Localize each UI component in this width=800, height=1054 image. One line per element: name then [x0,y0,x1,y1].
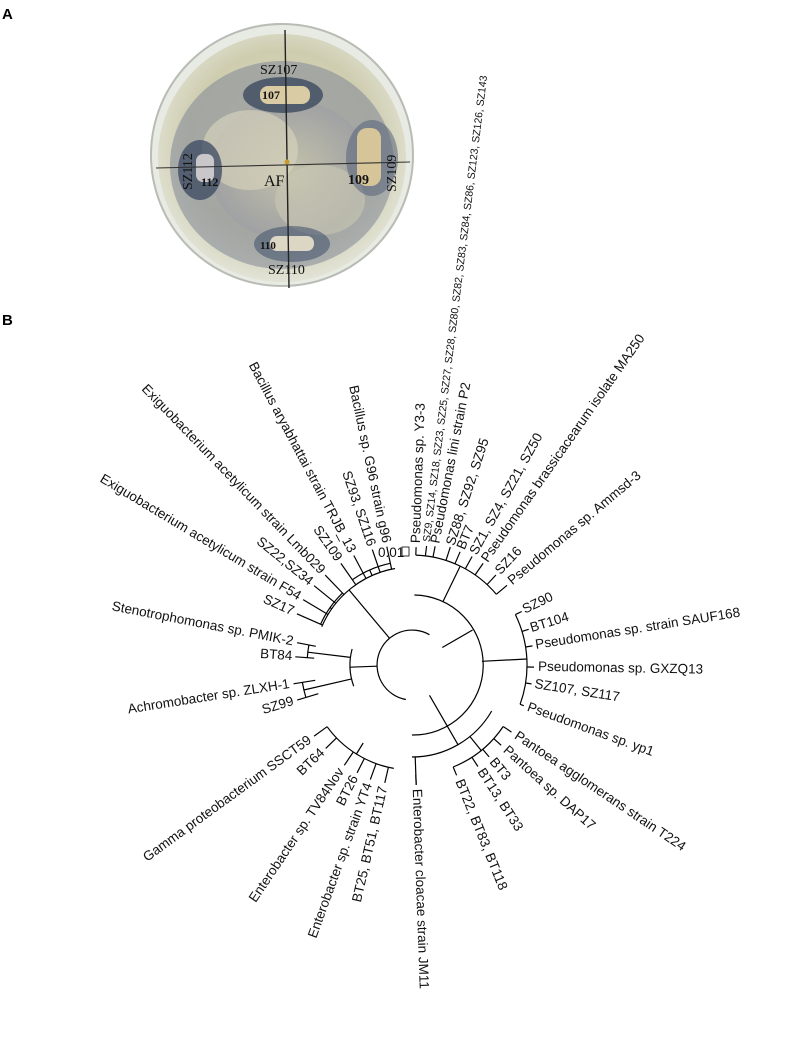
handwritten-109: 109 [348,173,369,188]
leaf-branch [432,546,436,558]
clade-connector [348,589,390,639]
leaf-branch [324,574,345,595]
label-sz107: SZ107 [260,63,297,78]
petri-dish-photo: 107 109 110 112 SZ107 SZ109 SZ110 SZ112 … [150,23,414,289]
steno-arc [306,644,310,658]
leaf-branch [452,766,458,776]
clade-connector [441,629,473,649]
leaf-branch [445,546,451,561]
subclade-connector [481,658,527,662]
tree-leaf-label: Pseudomonas sp. GXZQ13 [538,659,703,677]
tree-leaf-label: Enterobacter cloacae strain JM11 [410,789,432,990]
leaf-branch [371,549,381,573]
clade-connector [349,665,378,668]
tree-leaf-label: Exiguobacterium acetylicum strain F54 [98,471,305,604]
enterobacter-subclade-arc [326,726,394,769]
leaf-branch [293,679,316,685]
label-sz109: SZ109 [385,155,400,192]
subclade-connector [442,565,461,603]
bacillus-arc [351,562,391,581]
scale-bar: 0.01 [378,545,410,560]
leaf-branch [302,599,329,616]
subclade-connector [303,678,352,691]
leaf-branch [356,758,365,774]
marker-line-vertical [284,29,290,289]
label-sz112: SZ112 [181,153,196,190]
leaf-branch [386,546,393,570]
colony-sz112 [196,154,214,182]
tree-leaf-label: Pantoea agglomerans strain T224 [512,728,689,854]
leaf-branch [343,751,354,766]
tree-leaf-label: BT104 [528,609,571,635]
firmicutes-clade-arc [321,567,396,627]
leaf-branch [384,767,389,784]
leaf-branch [296,642,316,647]
leaf-branch [515,610,522,616]
subclade-connector [469,736,482,751]
leaf-branch [521,628,529,632]
leaf-branch [474,563,484,576]
tree-branches [293,545,535,785]
colony-sz110 [270,236,314,251]
leaf-branch [353,555,367,579]
leaf-branch [340,563,357,586]
tree-leaf-label: SZ107, SZ117 [533,676,620,704]
label-sz110: SZ110 [268,263,305,278]
leaf-branch [424,545,428,556]
leaf-branch [313,585,337,604]
tree-leaf-label: SZ99 [260,693,295,717]
panel-a-label: A [2,6,13,23]
leaf-branch [493,738,502,746]
handwritten-107: 107 [262,88,280,102]
tree-leaf-label: BT84 [260,646,294,663]
subclade-connector [369,569,373,576]
clade-connector [355,742,364,755]
pantoea-subclade-arc [452,726,504,768]
colony-sz109 [357,128,381,186]
leaf-branch [296,613,323,626]
handwritten-112: 112 [201,175,218,189]
leaf-branch [325,737,337,749]
leaf-branch [313,726,328,737]
leaf-branch [486,574,497,586]
subclade-connector [307,651,351,658]
pseudomonas-clade-arc [411,594,484,736]
leaf-branch [525,645,533,648]
leaf-branch [495,584,508,595]
clade-connector [428,695,459,745]
leaf-branch [502,726,512,733]
scale-bar-box [401,546,410,557]
leaf-branch [369,763,377,780]
leaf-branch [295,656,315,659]
label-af: AF [264,173,285,190]
leaf-branch [525,682,532,685]
leaf-branch [482,748,490,758]
leaf-branch [297,693,319,701]
tree-leaf-label: SZ90 [520,589,556,617]
subclade-connector [329,607,333,610]
leaf-branch [454,551,461,564]
root-arc [376,629,430,701]
tree-leaf-label: Bacillus aryabhattai strain TRJB_13 [246,359,360,555]
scale-bar-label: 0.01 [378,545,404,560]
leaf-branch [471,756,479,767]
handwritten-110: 110 [260,240,276,252]
tree-leaf-label: Pseudomonas sp. Y3-3 [408,403,428,544]
leaf-branch [519,703,525,707]
marker-line-horizontal [155,161,411,169]
colony-sz107 [260,86,310,104]
panel-b-label: B [2,312,13,329]
leaf-branch [464,556,473,570]
tree-leaf-label: Pseudomonas sp. Ammsd-3 [505,468,644,588]
